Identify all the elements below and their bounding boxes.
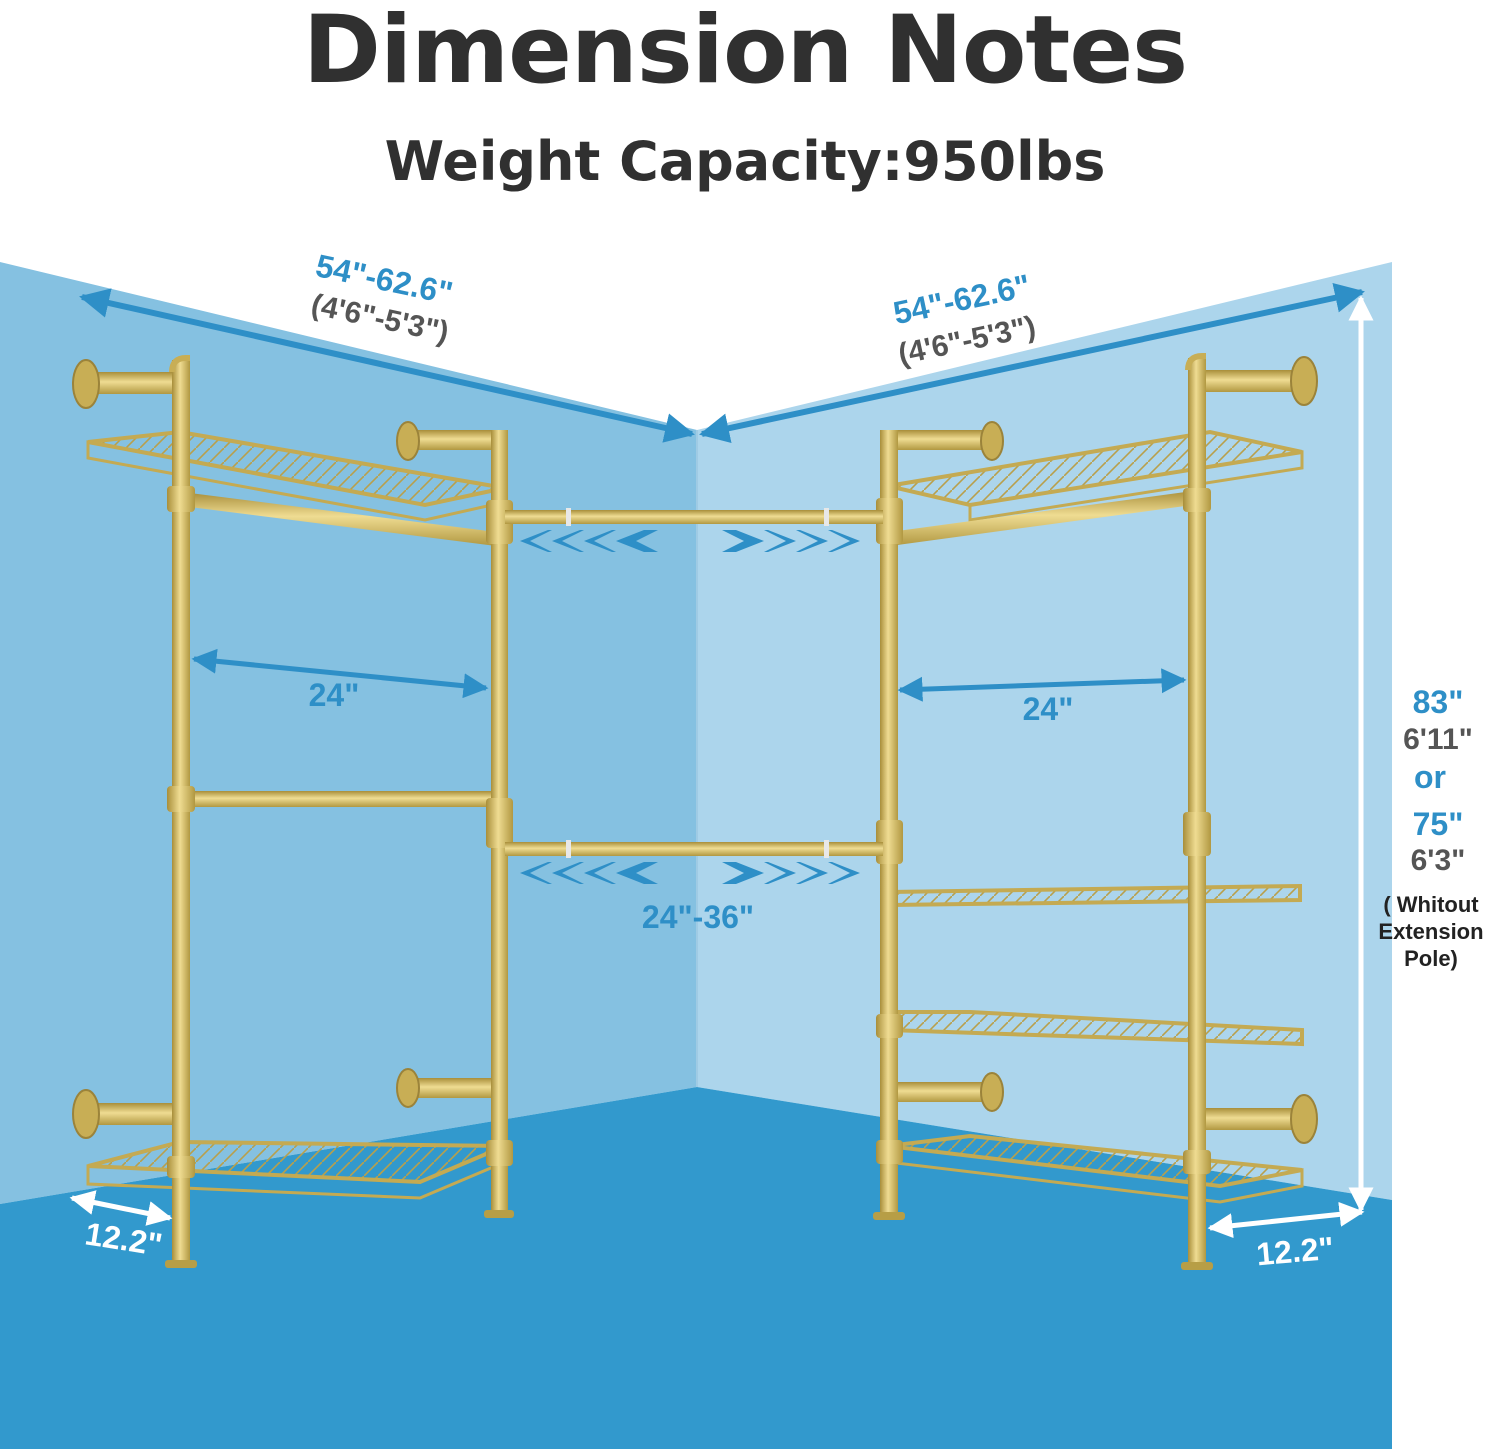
- right-depth-label: 12.2": [1255, 1230, 1335, 1273]
- left-bay-width-label: 24": [309, 677, 360, 713]
- height-tall-feet: 6'11": [1403, 723, 1473, 756]
- left-wall: [0, 262, 697, 1204]
- corner-bottom-rod: [505, 842, 883, 856]
- height-note-line1: ( Whitout: [1383, 892, 1479, 917]
- height-short-inches: 75": [1413, 806, 1464, 842]
- height-note-line2: Extension: [1378, 919, 1483, 944]
- corner-rod-span-label: 24"-36": [642, 899, 754, 935]
- weight-capacity-subtitle: Weight Capacity:950lbs: [384, 130, 1106, 193]
- corner-top-rod: [505, 510, 883, 524]
- right-front-upright: [1188, 358, 1206, 1265]
- right-width-double-arrow-icon: [699, 283, 1365, 443]
- bottom-rod-chevron-right-icon: [722, 862, 860, 884]
- height-or: or: [1414, 759, 1446, 795]
- left-bay-double-arrow-icon: [191, 648, 489, 699]
- height-tall-inches: 83": [1413, 684, 1464, 720]
- height-labels: 83" 6'11" or 75" 6'3" ( Whitout Extensio…: [1378, 684, 1483, 971]
- right-depth-double-arrow-icon: [1207, 1201, 1365, 1239]
- left-width-double-arrow-icon: [79, 288, 695, 443]
- right-shelving-unit: [873, 353, 1318, 1270]
- left-shelving-unit: [72, 355, 514, 1268]
- right-bay-double-arrow-icon: [897, 668, 1187, 702]
- right-wall: [697, 262, 1392, 1200]
- top-rod-chevron-right-icon: [722, 530, 860, 552]
- page-title: Dimension Notes: [302, 0, 1188, 105]
- bottom-rod-chevron-left-icon: [520, 862, 658, 884]
- left-depth-double-arrow-icon: [69, 1190, 173, 1226]
- right-bay-width-label: 24": [1023, 691, 1074, 727]
- height-note-line3: Pole): [1404, 946, 1458, 971]
- height-short-feet: 6'3": [1411, 844, 1466, 877]
- left-top-wall-arm: [92, 372, 184, 394]
- top-rod-chevron-left-icon: [520, 530, 658, 552]
- left-front-upright: [172, 360, 190, 1265]
